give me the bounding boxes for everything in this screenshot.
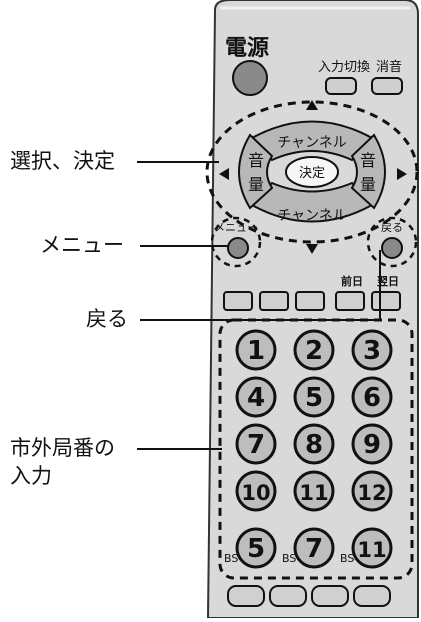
- enter-label: 決定: [299, 166, 325, 181]
- callout-line-back: [140, 319, 220, 321]
- down-arrow-icon: [306, 244, 318, 254]
- number-key-label-11: 11: [299, 481, 328, 505]
- mute-label: 消音: [376, 59, 402, 75]
- right-arrow-icon: [397, 168, 407, 180]
- back-button: [381, 237, 403, 259]
- callout-line-back-horizontal: [220, 319, 380, 321]
- number-key-8: [293, 423, 335, 465]
- bottom-button-1: [227, 585, 265, 607]
- callout-menu: メニュー: [40, 233, 124, 257]
- bs-key-7: [293, 527, 335, 569]
- number-key-label-10: 10: [241, 481, 270, 505]
- number-key-5: [293, 376, 335, 418]
- callout-line-back-vertical: [379, 250, 381, 320]
- bottom-button-2: [269, 585, 307, 607]
- callout-area-code-line-2: 入力: [10, 464, 52, 488]
- mute-button: [371, 77, 403, 95]
- number-key-1: [235, 329, 277, 371]
- menu-button-label: メニュー: [214, 221, 258, 234]
- bottom-button-3: [311, 585, 349, 607]
- callout-area-code-line-1: 市外局番の: [10, 436, 115, 460]
- input-switch-button: [325, 77, 357, 95]
- back-ring-dashed: [366, 216, 418, 268]
- next-day-label: 翌日: [377, 275, 399, 288]
- volume-up-button: [350, 133, 386, 210]
- volume-up-char-1: 音: [360, 151, 376, 170]
- number-key-label-9: 9: [363, 430, 381, 460]
- guide-button-1: [223, 291, 253, 311]
- number-key-label-12: 12: [357, 481, 386, 505]
- number-key-12: [351, 470, 393, 512]
- number-key-3: [351, 329, 393, 371]
- bottom-button-4: [353, 585, 391, 607]
- number-key-6: [351, 376, 393, 418]
- guide-button-3: [295, 291, 325, 311]
- bs-key-5: [235, 527, 277, 569]
- number-key-10: [235, 470, 277, 512]
- number-key-11: [293, 470, 335, 512]
- callout-back: 戻る: [86, 307, 128, 331]
- number-key-label-4: 4: [247, 383, 265, 413]
- number-key-9: [351, 423, 393, 465]
- number-key-2: [293, 329, 335, 371]
- bs-key-label-5: 5: [247, 534, 265, 564]
- back-button-label: 戻る: [381, 221, 403, 234]
- volume-down-char-1: 音: [248, 151, 264, 170]
- guide-button-2: [259, 291, 289, 311]
- menu-ring-dashed: [210, 216, 262, 268]
- number-key-label-7: 7: [247, 430, 265, 460]
- volume-up-char-2: 量: [360, 175, 376, 194]
- number-key-label-8: 8: [305, 430, 323, 460]
- channel-down-label: チャンネル: [277, 208, 347, 224]
- input-switch-label: 入力切換: [318, 60, 370, 75]
- number-key-4: [235, 376, 277, 418]
- callout-select-enter: 選択、決定: [10, 149, 115, 173]
- prev-day-label: 前日: [341, 274, 363, 288]
- number-key-label-3: 3: [363, 336, 381, 366]
- number-key-label-2: 2: [305, 336, 323, 366]
- number-key-label-5: 5: [305, 383, 323, 413]
- number-key-label-1: 1: [247, 336, 265, 366]
- bottom-button-row: [227, 585, 391, 607]
- bs-key-11: [351, 527, 393, 569]
- bs-key-label-7: 7: [305, 534, 323, 564]
- number-key-7: [235, 423, 277, 465]
- number-pad-frame-dashed: [218, 318, 414, 580]
- bs-prefix-5: BS: [224, 552, 238, 565]
- volume-down-button: [238, 133, 274, 210]
- bs-prefix-11: BS: [340, 552, 354, 565]
- channel-up-label: チャンネル: [277, 135, 347, 151]
- menu-button: [227, 237, 249, 259]
- power-button: [232, 60, 268, 96]
- up-arrow-icon: [306, 100, 318, 110]
- guide-button-5: [371, 291, 401, 311]
- guide-button-4: [335, 291, 365, 311]
- bs-prefix-7: BS: [282, 552, 296, 565]
- number-key-label-6: 6: [363, 383, 381, 413]
- callout-line-select-enter: [137, 161, 219, 163]
- guide-button-row: [223, 291, 401, 311]
- volume-down-char-2: 量: [248, 175, 264, 194]
- callout-line-area-code: [137, 448, 222, 450]
- selection-ring-dashed: [205, 100, 419, 244]
- bs-key-label-11: 11: [357, 538, 386, 562]
- callout-line-menu: [140, 245, 228, 247]
- enter-button: [285, 156, 339, 188]
- power-label: 電源: [225, 36, 269, 61]
- left-arrow-icon: [219, 168, 229, 180]
